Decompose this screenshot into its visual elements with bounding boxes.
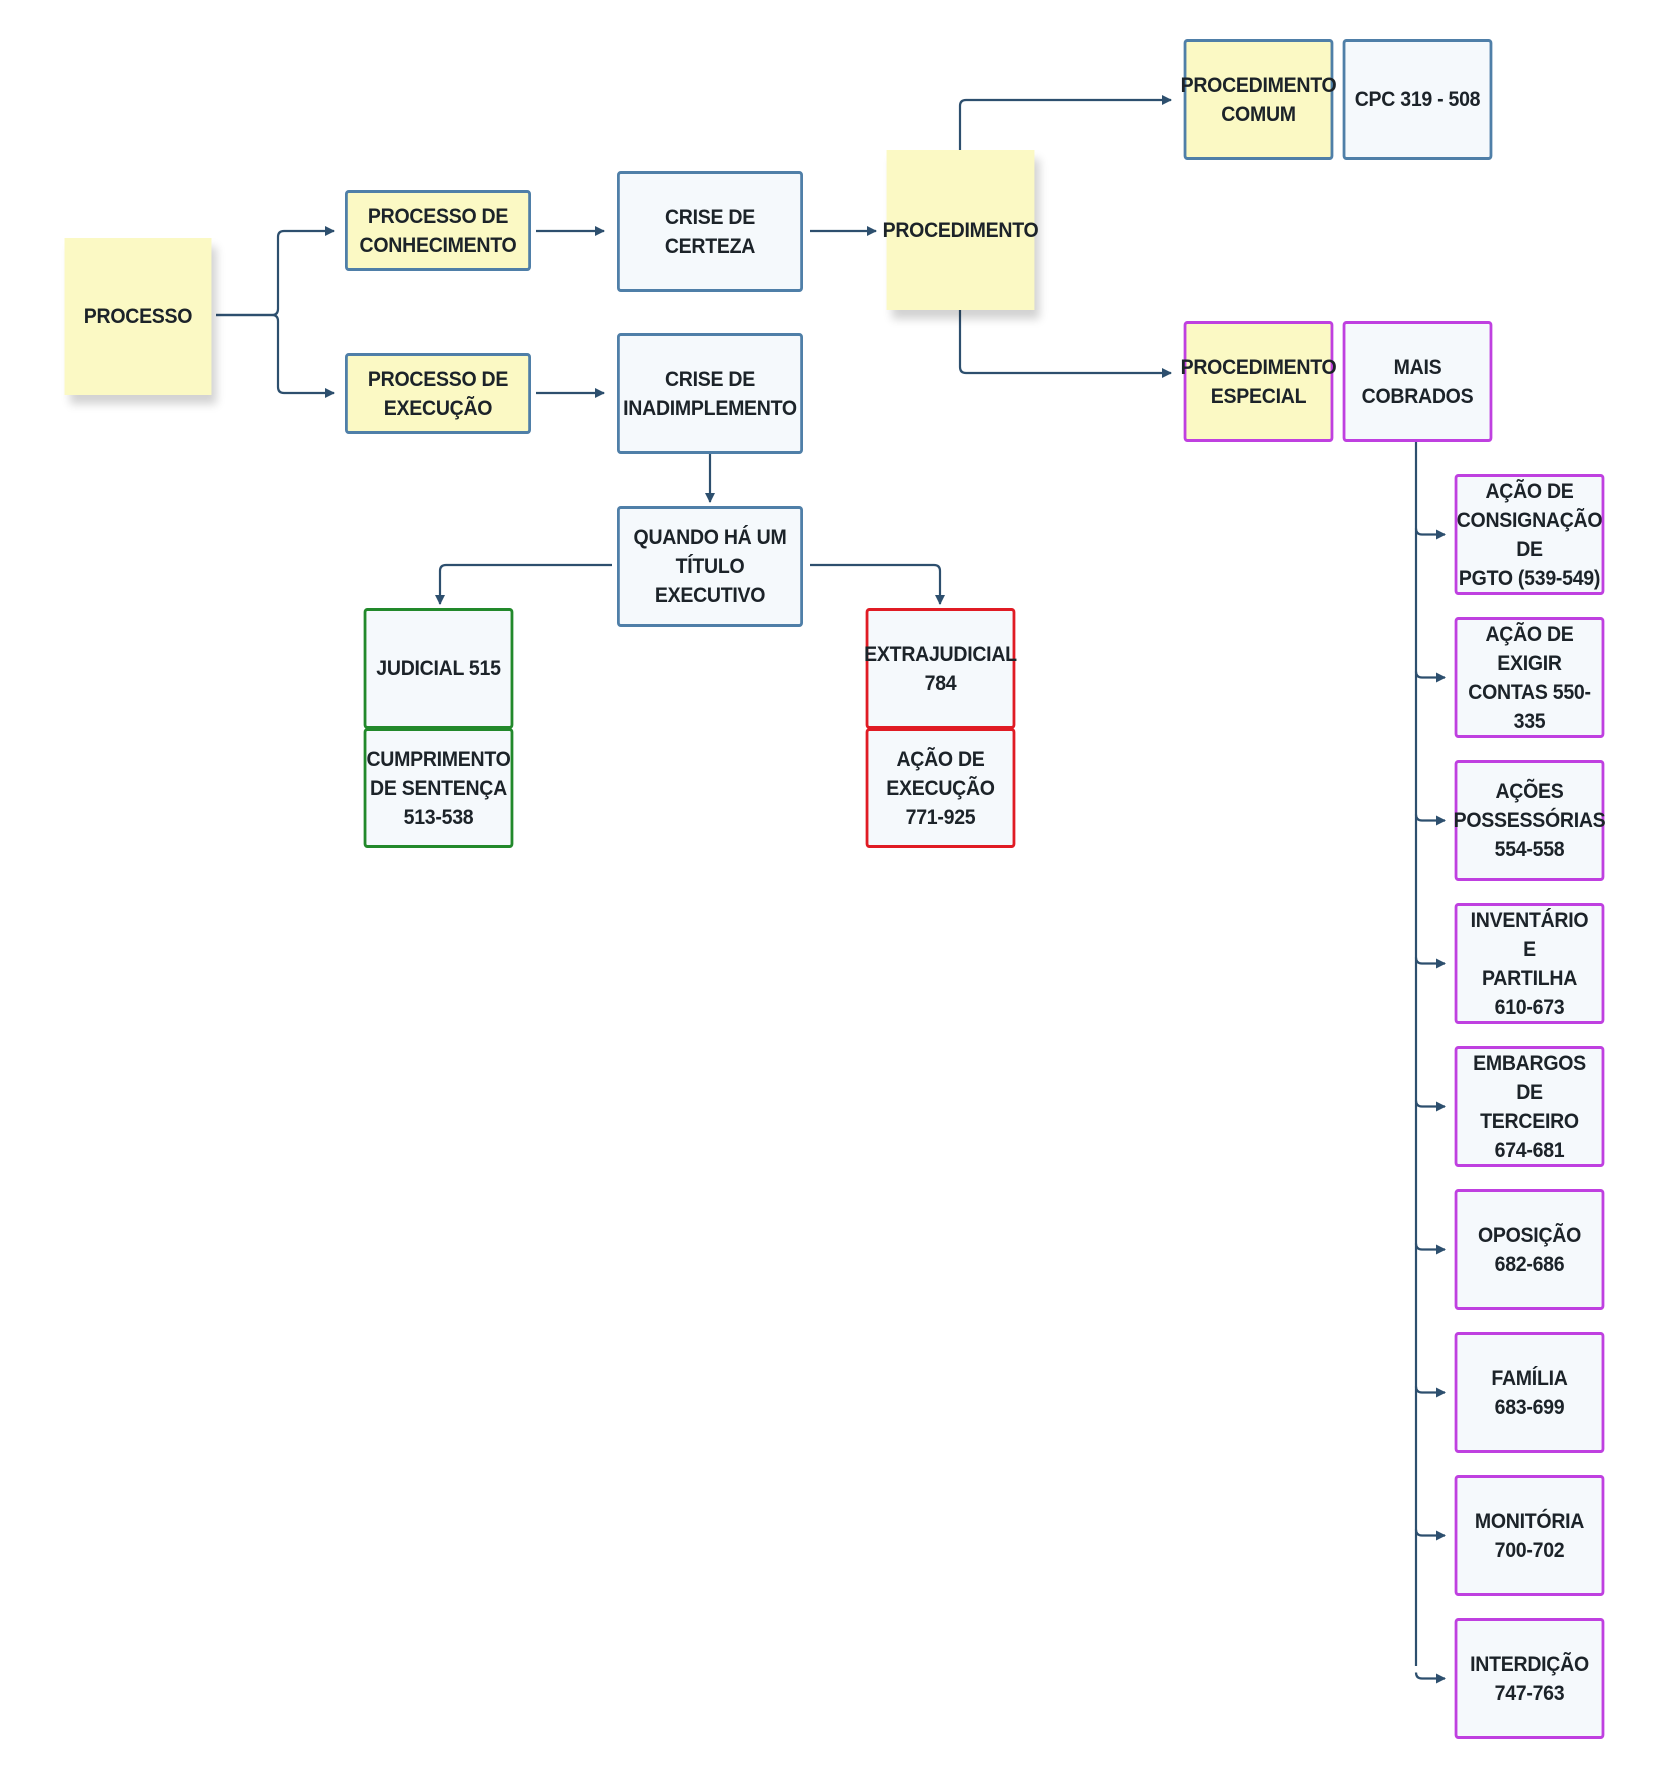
node-cumprimento-sentenca[interactable]: CUMPRIMENTO DE SENTENÇA 513-538 bbox=[363, 728, 514, 848]
connector-especial-2 bbox=[1414, 814, 1446, 826]
connector-especial-4 bbox=[1414, 1100, 1446, 1112]
connector-titulo-extrajudicial bbox=[810, 563, 945, 605]
node-titulo-executivo[interactable]: QUANDO HÁ UM TÍTULO EXECUTIVO bbox=[617, 506, 803, 627]
connector-procedimento-especial bbox=[958, 310, 1172, 378]
node-especial-3[interactable]: INVENTÁRIO E PARTILHA 610-673 bbox=[1454, 903, 1605, 1024]
connector-titulo-judicial bbox=[435, 563, 612, 605]
node-especial-0[interactable]: AÇÃO DE CONSIGNAÇÃO DE PGTO (539-549) bbox=[1454, 474, 1605, 595]
connector-especial-0 bbox=[1414, 528, 1446, 540]
connector-especial-8 bbox=[1414, 1672, 1446, 1684]
node-especial-2[interactable]: AÇÕES POSSESSÓRIAS 554-558 bbox=[1454, 760, 1606, 881]
node-extrajudicial[interactable]: EXTRAJUDICIAL 784 bbox=[864, 608, 1017, 729]
node-especial-8[interactable]: INTERDIÇÃO 747-763 bbox=[1454, 1618, 1605, 1739]
node-crise-certeza[interactable]: CRISE DE CERTEZA bbox=[617, 171, 803, 292]
node-procedimento[interactable]: PROCEDIMENTO bbox=[883, 150, 1039, 310]
node-procedimento-especial[interactable]: PROCEDIMENTO ESPECIAL bbox=[1181, 321, 1337, 442]
node-especial-6[interactable]: FAMÍLIA 683-699 bbox=[1454, 1332, 1605, 1453]
node-especial-1[interactable]: AÇÃO DE EXIGIR CONTAS 550-335 bbox=[1454, 617, 1605, 738]
node-especial-5[interactable]: OPOSIÇÃO 682-686 bbox=[1454, 1189, 1605, 1310]
connector-especial-5 bbox=[1414, 1243, 1446, 1255]
node-mais-cobrados[interactable]: MAIS COBRADOS bbox=[1342, 321, 1493, 442]
connector-especial-1 bbox=[1414, 671, 1446, 683]
connector-especial-3 bbox=[1414, 957, 1446, 969]
node-processo-execucao[interactable]: PROCESSO DE EXECUÇÃO bbox=[345, 353, 531, 434]
node-crise-inadimplemento[interactable]: CRISE DE INADIMPLEMENTO bbox=[617, 333, 803, 454]
node-processo[interactable]: PROCESSO bbox=[64, 238, 212, 395]
node-processo-conhecimento[interactable]: PROCESSO DE CONHECIMENTO bbox=[345, 190, 531, 271]
connector-branches bbox=[1414, 528, 1446, 1684]
node-cpc[interactable]: CPC 319 - 508 bbox=[1342, 39, 1493, 160]
connector-especial-7 bbox=[1414, 1529, 1446, 1541]
connector-especial-6 bbox=[1414, 1386, 1446, 1398]
connector-procedimento-comum bbox=[958, 95, 1172, 150]
connector-processo-execucao bbox=[216, 313, 335, 398]
connector-processo-conhecimento bbox=[216, 226, 335, 317]
node-especial-7[interactable]: MONITÓRIA 700-702 bbox=[1454, 1475, 1605, 1596]
node-procedimento-comum[interactable]: PROCEDIMENTO COMUM bbox=[1181, 39, 1337, 160]
node-acao-execucao[interactable]: AÇÃO DE EXECUÇÃO 771-925 bbox=[865, 728, 1016, 848]
node-judicial[interactable]: JUDICIAL 515 bbox=[363, 608, 514, 729]
node-especial-4[interactable]: EMBARGOS DE TERCEIRO 674-681 bbox=[1454, 1046, 1605, 1167]
